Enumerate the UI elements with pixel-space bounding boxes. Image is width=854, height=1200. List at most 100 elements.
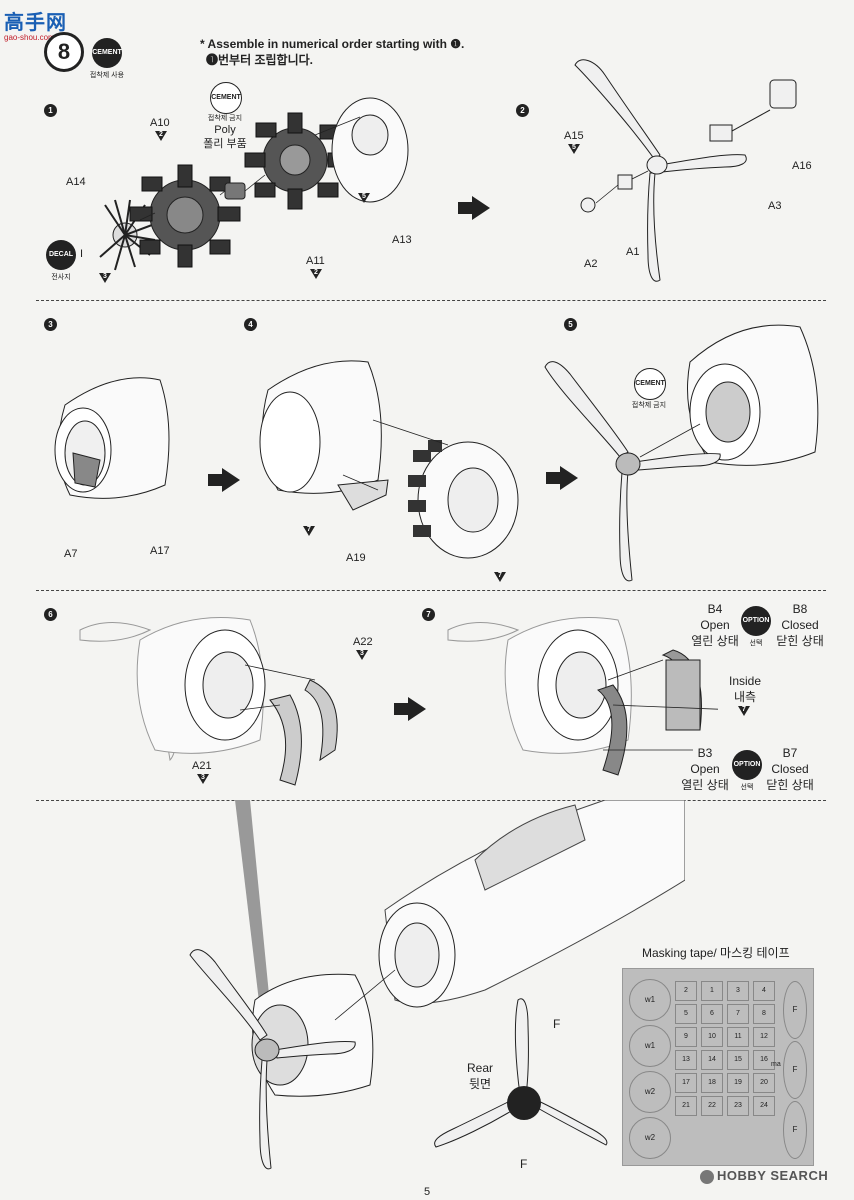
part-a21-tri: 3 [197, 774, 209, 784]
a10-cylinders-drawing [129, 164, 241, 268]
section-divider-1 [36, 300, 826, 301]
step-arrow-4 [546, 466, 578, 490]
cement-badge: CEMENT [92, 38, 122, 68]
b3-en: Open [690, 762, 720, 776]
substep-2-number: 2 [516, 104, 529, 117]
part-a19-label: A19 [346, 552, 366, 564]
prop-blade-3 [647, 172, 661, 282]
cement-use-label: 접착제 사용 [89, 72, 125, 79]
option-label-2: 선택 [740, 784, 754, 791]
masking-wheel-w1-a: w1 [629, 979, 671, 1021]
b8-kr: 닫힌 상태 [776, 634, 824, 648]
b4-id: B4 [707, 602, 723, 616]
propeller-exploded-diagram [574, 59, 797, 282]
masking-piece: 1 [701, 981, 723, 1001]
decal-mark: I [80, 248, 84, 260]
substep-4-number: 4 [244, 318, 257, 331]
cowling-front-drawing [687, 324, 819, 466]
part-a16-label: A16 [792, 160, 812, 172]
part-a17-label: A17 [150, 545, 170, 557]
option-label-1: 선택 [749, 640, 763, 647]
step-arrow-6 [394, 697, 426, 721]
final-assembly-diagram [189, 800, 685, 1170]
part-a15-tri: 5 [568, 144, 580, 154]
option-badge-2: OPTION [732, 750, 762, 780]
step-number: 8 [57, 39, 71, 64]
part-a14-label: A14 [66, 176, 86, 188]
part-a11-tri: 2 [310, 269, 322, 279]
masking-piece: 15 [727, 1050, 749, 1070]
cowling-assembly-diagram [259, 360, 519, 559]
prop-mark-bottom: F [520, 1157, 528, 1171]
no-cement-label-5: 접착제 금지 [631, 402, 667, 409]
masking-piece: 14 [701, 1050, 723, 1070]
part-a11-label: A11 [306, 255, 325, 267]
a1-part [617, 174, 633, 190]
masking-f-2: F [783, 1041, 807, 1099]
part-a15-label: A15 [564, 130, 584, 142]
page-number: 5 [423, 1186, 431, 1198]
step-number-circle: 8 [44, 32, 84, 72]
masking-piece: 5 [675, 1004, 697, 1024]
part-a10-label: A10 [150, 117, 170, 129]
substep-6-number: 6 [44, 608, 57, 621]
spinner-rear [507, 1086, 541, 1120]
part-a22-label: A22 [353, 636, 373, 648]
part-a19-tri-2: 7 [494, 572, 506, 582]
a19-part [337, 479, 389, 511]
prop-blade-2 [659, 154, 747, 173]
part-a14-tri: 3 [99, 273, 111, 283]
masking-piece: 2 [675, 981, 697, 1001]
masking-title: Masking tape/ 마스킹 테이프 [642, 946, 790, 960]
inside-kr: 내측 [733, 690, 757, 704]
masking-f-1: F [783, 981, 807, 1039]
hobby-search-text: HOBBY SEARCH [717, 1168, 829, 1183]
a2-part [580, 197, 596, 213]
no-cement-label: 접착제 금지 [207, 115, 243, 122]
masking-piece: 18 [701, 1073, 723, 1093]
masking-ma: ma [771, 1061, 781, 1068]
option-badge-1: OPTION [741, 606, 771, 636]
section-divider-3 [36, 800, 826, 801]
masking-wheel-w1-b: w1 [629, 1025, 671, 1067]
b3-kr: 열린 상태 [681, 778, 729, 792]
substep-3-number: 3 [44, 318, 57, 331]
masking-piece: 16 [753, 1050, 775, 1070]
prop-mark-top: F [553, 1017, 561, 1031]
masking-f-3: F [783, 1101, 807, 1159]
poly-label-en: Poly [214, 124, 236, 136]
substep-5-number: 5 [564, 318, 577, 331]
rear-en: Rear [466, 1061, 493, 1075]
part-a13-label: A13 [392, 234, 412, 246]
a13-firewall-drawing [331, 97, 409, 203]
instruction-en: * Assemble in numerical order starting w… [200, 37, 465, 51]
section-divider-2 [36, 590, 826, 591]
masking-piece: 13 [675, 1050, 697, 1070]
masking-wheel-w2-a: w2 [629, 1071, 671, 1113]
cowl-flaps-diagram-6 [79, 617, 338, 786]
masking-grid: 2 1 3 4 5 6 7 8 9 10 11 12 13 14 15 16 1… [675, 981, 775, 1116]
a22-part [304, 679, 338, 762]
rear-kr: 뒷면 [468, 1077, 492, 1091]
step-arrow-1 [458, 196, 490, 220]
a7-part [72, 452, 101, 488]
b8-id: B8 [792, 602, 808, 616]
masking-piece: 3 [727, 981, 749, 1001]
b3-part [596, 684, 628, 776]
a16-cap [769, 79, 797, 109]
part-a7-label: A7 [64, 548, 78, 560]
decal-badge: DECAL [46, 240, 76, 270]
a21-part [269, 694, 302, 786]
poly-label-kr: 폴리 부품 [203, 138, 247, 150]
prop-cowling-diagram [544, 324, 819, 582]
fuselage-drawing [384, 800, 685, 1004]
part-a19-tri-1: 7 [303, 526, 315, 536]
masking-piece: 23 [727, 1096, 749, 1116]
masking-piece: 22 [701, 1096, 723, 1116]
part-a10-tri: 2 [155, 131, 167, 141]
masking-piece: 9 [675, 1027, 697, 1047]
masking-piece: 17 [675, 1073, 697, 1093]
engine-exploded-diagram [99, 97, 409, 271]
b4-en: Open [700, 618, 730, 632]
step-arrow-3 [208, 468, 240, 492]
